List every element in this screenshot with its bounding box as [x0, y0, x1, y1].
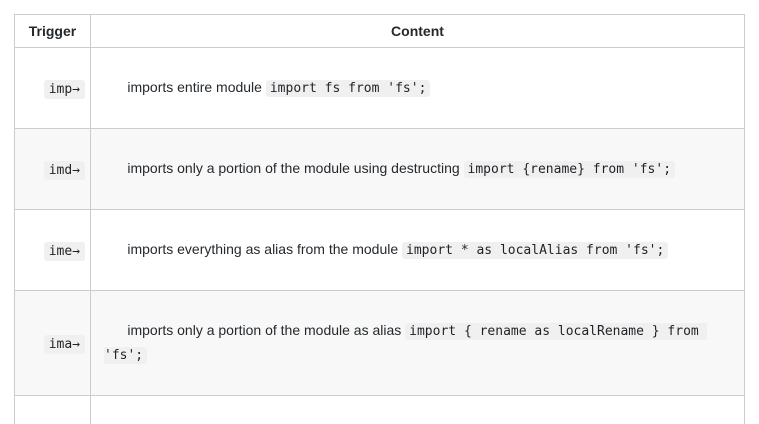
content-cell: exports name function export const log =…	[90, 395, 745, 424]
column-header-content: Content	[90, 14, 745, 48]
content-cell: imports everything as alias from the mod…	[90, 209, 745, 291]
trigger-cell: ime→	[14, 209, 91, 291]
row-description: imports entire module	[127, 79, 266, 95]
row-description: imports everything as alias from the mod…	[127, 241, 403, 257]
trigger-cell: enf→	[14, 395, 91, 424]
table-row: imp→ imports entire module import fs fro…	[14, 47, 745, 129]
content-cell: imports only a portion of the module usi…	[90, 128, 745, 210]
table-row: ime→ imports everything as alias from th…	[14, 209, 745, 291]
trigger-cell: imp→	[14, 47, 91, 129]
header-row: Trigger Content	[14, 14, 745, 48]
trigger-code: ime→	[43, 241, 85, 261]
table-header: Trigger Content	[14, 14, 745, 48]
trigger-cell: ima→	[14, 290, 91, 396]
row-code: import * as localAlias from 'fs';	[402, 242, 669, 259]
row-description: imports only a portion of the module usi…	[127, 160, 464, 176]
trigger-code: imp→	[43, 79, 85, 99]
content-cell: imports entire module import fs from 'fs…	[90, 47, 745, 129]
snippets-table: Trigger Content imp→ imports entire modu…	[14, 14, 745, 424]
row-code: import fs from 'fs';	[265, 80, 431, 97]
trigger-code: imd→	[43, 160, 85, 180]
table-row: imd→ imports only a portion of the modul…	[14, 128, 745, 210]
content-cell: imports only a portion of the module as …	[90, 290, 745, 396]
trigger-cell: imd→	[14, 128, 91, 210]
table-row: ima→ imports only a portion of the modul…	[14, 290, 745, 396]
column-header-trigger: Trigger	[14, 14, 91, 48]
row-code: import {rename} from 'fs';	[463, 161, 676, 178]
table-body: imp→ imports entire module import fs fro…	[14, 47, 745, 424]
table-row: enf→ exports name function export const …	[14, 395, 745, 424]
row-description: imports only a portion of the module as …	[127, 322, 406, 338]
trigger-code: ima→	[43, 334, 85, 354]
